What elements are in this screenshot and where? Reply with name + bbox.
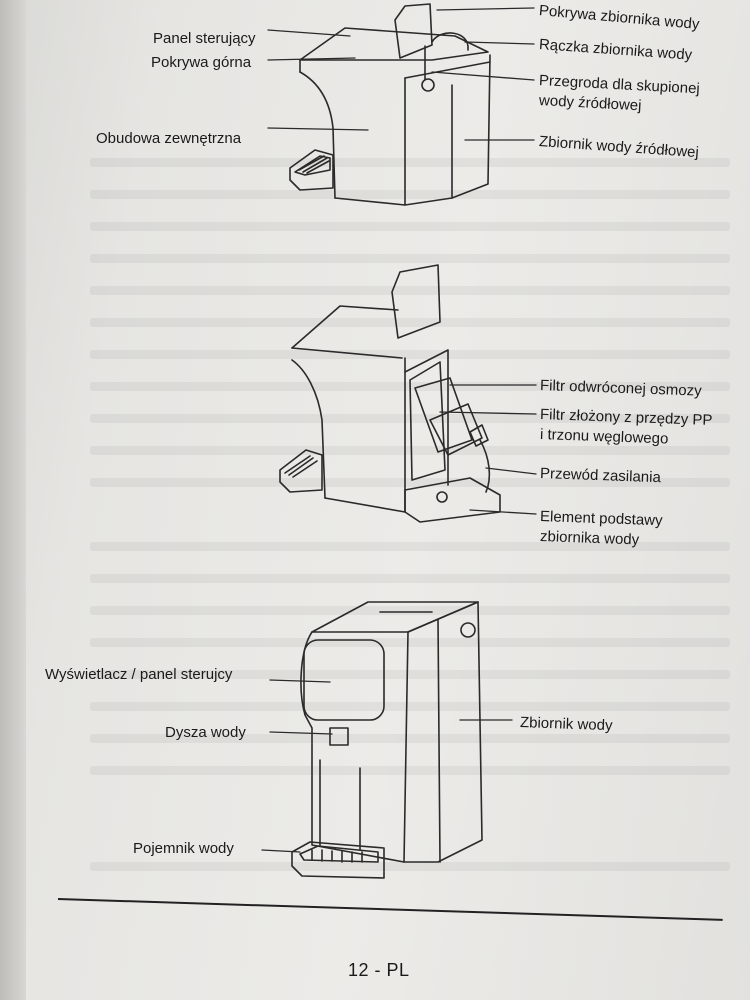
- label-housing: Obudowa zewnętrzna: [96, 130, 242, 147]
- figure3-leaders: [261, 679, 513, 853]
- figure1-device: [289, 3, 491, 206]
- label-water-tank: Zbiornik wody: [519, 714, 613, 735]
- label-top-cover: Pokrywa górna: [151, 54, 252, 71]
- page-edge: [0, 0, 26, 1000]
- label-base-element-line2: zbiornika wody: [539, 528, 640, 549]
- label-display: Wyświetlacz / panel sterujcy: [45, 666, 233, 683]
- figure2-leaders: [439, 384, 537, 515]
- figure3-device: [291, 601, 483, 879]
- figure2-device: [279, 264, 501, 523]
- figure1-leaders: [267, 7, 535, 141]
- label-control-panel: Panel sterujący: [153, 30, 256, 47]
- page-number: 12 - PL: [348, 960, 410, 980]
- label-nozzle: Dysza wody: [165, 724, 246, 741]
- label-water-container: Pojemnik wody: [133, 840, 234, 857]
